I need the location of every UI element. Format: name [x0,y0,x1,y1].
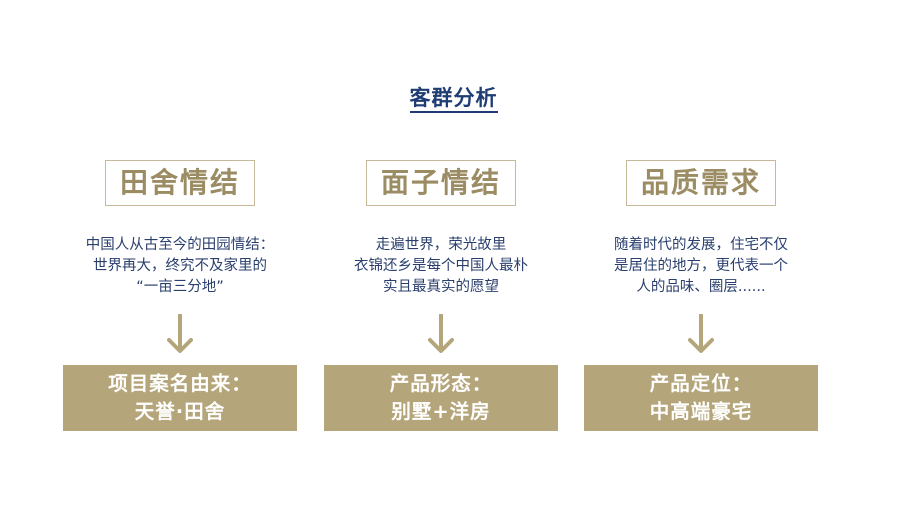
page-title-text: 客群分析 [409,86,498,113]
description-line: “一亩三分地” [136,279,224,295]
description-line: 是居住的地方，更代表一个 [614,258,788,274]
description-line: 世界再大，终究不及家里的 [93,258,267,274]
column-heading: 面子情结 [365,160,516,206]
description-line: 实且最真实的愿望 [383,279,499,295]
result-line: 中高端豪宅 [649,400,753,423]
description-line: 衣锦还乡是每个中国人最朴 [354,258,528,274]
column-heading: 品质需求 [625,160,776,206]
result-line: 项目案名由来： [108,372,252,395]
column-mianzi: 面子情结 走遍世界，荣光故里 衣锦还乡是每个中国人最朴 实且最真实的愿望 产品形… [324,160,558,431]
column-pinzhi: 品质需求 随着时代的发展，住宅不仅 是居住的地方，更代表一个 人的品味、圈层..… [584,160,818,431]
arrow-down-icon [688,314,714,353]
result-line: 产品定位： [649,372,753,395]
result-line: 产品形态： [389,372,493,395]
column-tianshe: 田舍情结 中国人从古至今的田园情结： 世界再大，终究不及家里的 “一亩三分地” … [63,160,297,431]
column-heading: 田舍情结 [104,160,255,206]
arrow-down-icon [167,314,193,353]
column-description: 走遍世界，荣光故里 衣锦还乡是每个中国人最朴 实且最真实的愿望 [324,235,558,301]
column-description: 随着时代的发展，住宅不仅 是居住的地方，更代表一个 人的品味、圈层...... [584,235,818,301]
result-line: 别墅+洋房 [391,400,491,423]
description-line: 随着时代的发展，住宅不仅 [614,237,788,253]
result-line: 天誉·田舍 [134,400,226,423]
column-description: 中国人从古至今的田园情结： 世界再大，终究不及家里的 “一亩三分地” [63,235,297,301]
result-box: 产品定位： 中高端豪宅 [584,365,818,431]
result-box: 项目案名由来： 天誉·田舍 [63,365,297,431]
description-line: 走遍世界，荣光故里 [375,237,507,253]
result-box: 产品形态： 别墅+洋房 [324,365,558,431]
description-line: 人的品味、圈层...... [636,279,766,295]
description-line: 中国人从古至今的田园情结： [85,237,275,253]
arrow-down-icon [428,314,454,353]
page-title: 客群分析 [0,82,907,113]
